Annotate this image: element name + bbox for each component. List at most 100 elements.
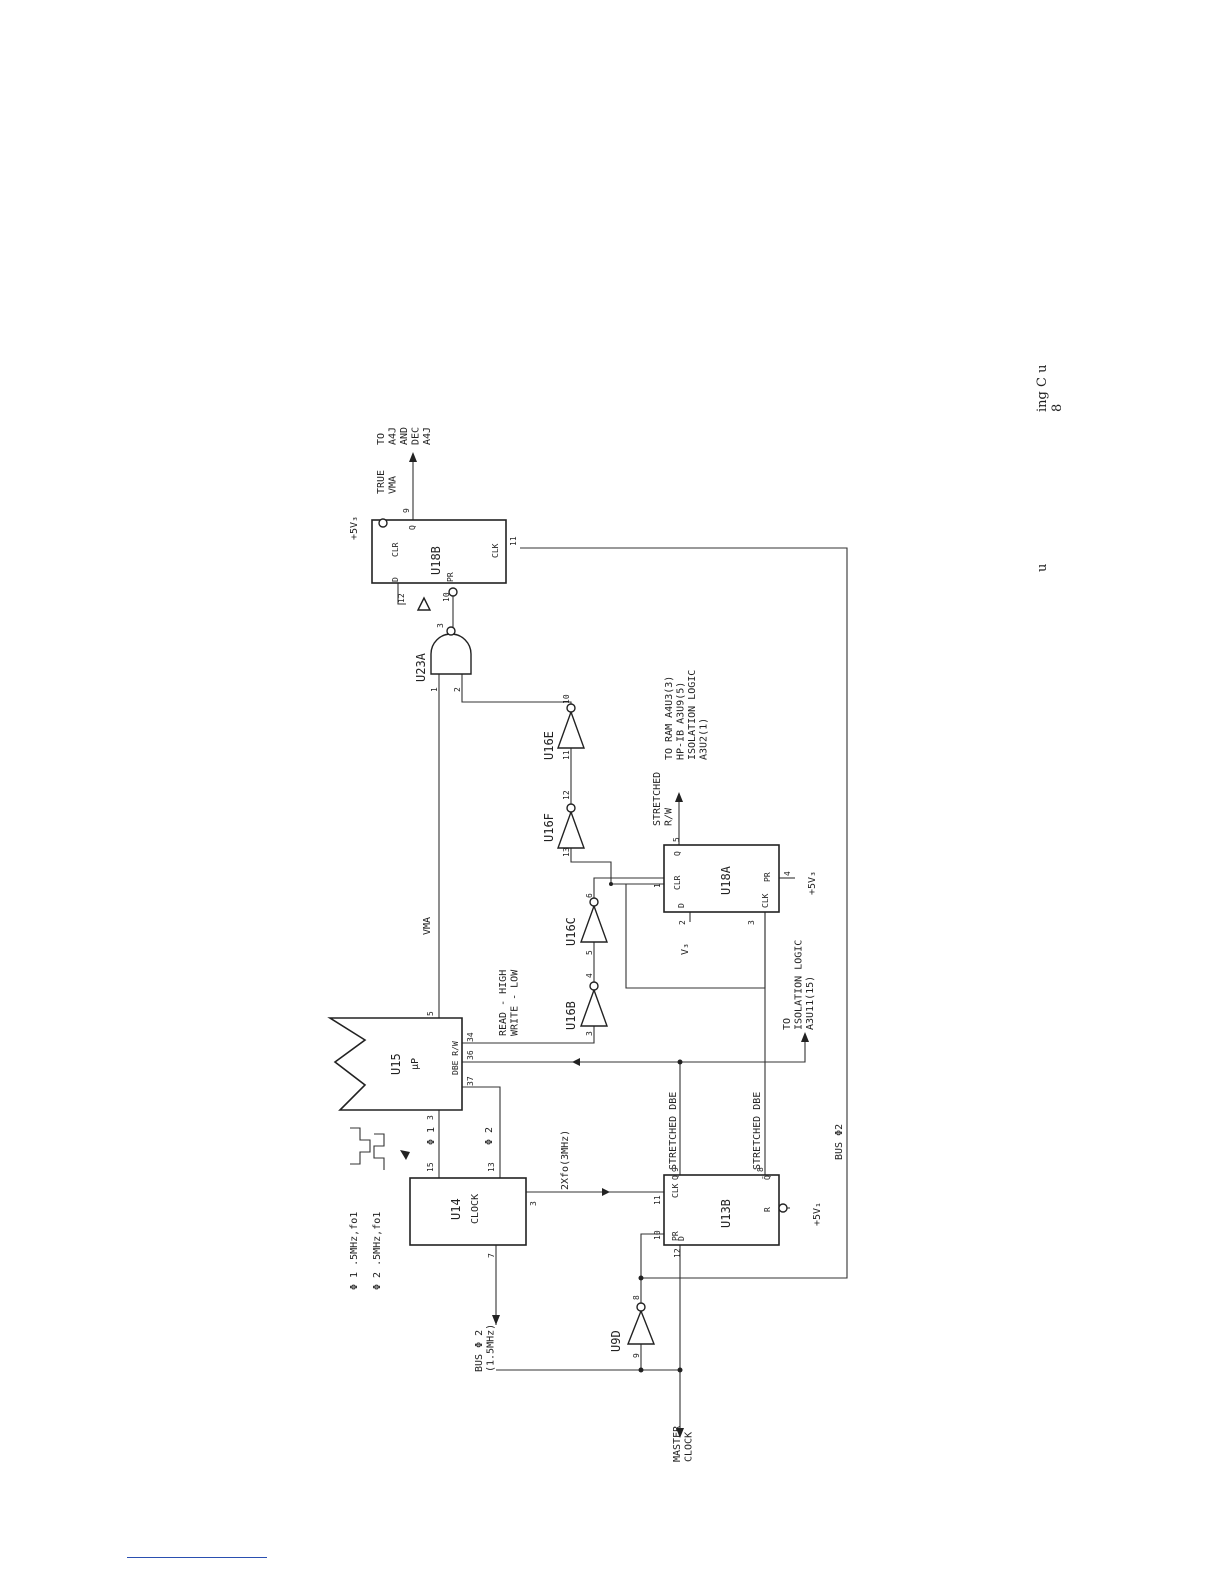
arrow-phi1-pointer	[400, 1150, 410, 1160]
wire-u23a-in2	[461, 674, 572, 707]
label-margin-bottom: u	[1035, 564, 1050, 572]
label-vma: VMA	[422, 917, 433, 935]
svg-text:13: 13	[487, 1162, 496, 1172]
u18b-flipflop: U18B CLR Q D PR CLK 9 12 10 11	[371, 508, 518, 611]
svg-text:11: 11	[562, 750, 571, 760]
footer-rule	[127, 1557, 267, 1558]
u14-clock: U14 CLOCK 15 13 3 7	[409, 1162, 538, 1258]
svg-text:36: 36	[466, 1050, 475, 1060]
label-to-a4j: TOA4JANDDECA4J	[376, 427, 433, 445]
svg-text:D: D	[391, 577, 400, 582]
label-phi2: Φ 2	[484, 1127, 495, 1145]
svg-text:U16F: U16F	[542, 813, 556, 842]
svg-text:3: 3	[426, 1115, 435, 1120]
u15-microprocessor: U15 μP DBE R/W 5 34 36 37 3	[327, 1011, 475, 1120]
label-margin-top: ing C u8	[1035, 365, 1065, 412]
svg-text:U18B: U18B	[429, 546, 443, 575]
svg-text:PR: PR	[763, 872, 772, 882]
wires	[382, 460, 848, 1430]
svg-text:8: 8	[632, 1295, 641, 1300]
svg-text:11: 11	[509, 536, 518, 546]
svg-text:CLK: CLK	[491, 543, 500, 558]
label-bus-phi2: BUS Φ 2(1.5MHz)	[474, 1324, 497, 1372]
svg-text:U14: U14	[449, 1198, 463, 1220]
svg-text:2: 2	[453, 687, 462, 692]
label-phi1-legend: Φ 1 .5MHz,fo1	[349, 1212, 360, 1290]
svg-text:CLK: CLK	[671, 1183, 680, 1198]
wire-u9d-out	[640, 1233, 664, 1307]
label-2xfo: 2Xfo(3MHz)	[560, 1130, 571, 1190]
svg-text:U18A: U18A	[719, 865, 733, 895]
svg-text:PR: PR	[446, 572, 455, 582]
svg-text:Q: Q	[408, 525, 417, 530]
label-true-vma: TRUEVMA	[376, 470, 399, 494]
svg-text:D: D	[677, 1236, 686, 1241]
label-bus-phi2-mid: BUS Φ2	[834, 1124, 845, 1160]
junction-clr	[609, 882, 613, 886]
svg-text:7: 7	[487, 1253, 496, 1258]
label-plus5v1: +5V₁	[812, 1202, 823, 1226]
u16e-inverter: U16E 10 11	[542, 694, 585, 760]
svg-text:CLR: CLR	[673, 875, 682, 890]
arrows	[400, 452, 809, 1438]
label-stretched-dbe-2: STRETCHED DBE	[752, 1092, 763, 1170]
svg-text:5: 5	[426, 1011, 435, 1016]
wire-rw	[462, 1026, 595, 1044]
u13b-flipflop: U13B CLK Q PR D R Q̄ 11 9 10 12 8	[653, 1167, 788, 1258]
arrow-master-clock	[676, 1428, 684, 1438]
svg-text:10: 10	[653, 1230, 662, 1240]
svg-text:6: 6	[585, 893, 594, 898]
svg-text:37: 37	[466, 1076, 475, 1086]
svg-text:1: 1	[653, 883, 662, 888]
svg-text:11: 11	[653, 1195, 662, 1205]
svg-text:CLOCK: CLOCK	[470, 1194, 481, 1224]
junction-master-2	[677, 1367, 683, 1373]
svg-text:4: 4	[783, 871, 792, 876]
svg-text:8: 8	[756, 1167, 765, 1172]
svg-text:Q: Q	[673, 851, 682, 856]
svg-text:U15: U15	[389, 1053, 403, 1075]
svg-text:DBE R/W: DBE R/W	[451, 1041, 460, 1075]
svg-text:Q̄: Q̄	[762, 1175, 772, 1180]
svg-text:3: 3	[747, 920, 756, 925]
wire-u16c-out	[593, 877, 664, 900]
svg-text:34: 34	[466, 1032, 475, 1042]
junction-dbe	[677, 1059, 683, 1065]
svg-text:U16C: U16C	[564, 917, 578, 946]
label-stretched-dbe-1: STRETCHED DBE	[668, 1092, 679, 1170]
wire-u16f-in	[570, 848, 664, 885]
phi-waveforms	[350, 1127, 385, 1170]
svg-text:9: 9	[402, 508, 411, 513]
arrow-dbe	[572, 1058, 580, 1066]
u16f-inverter: U16F 12 13	[542, 790, 585, 857]
u23a-and-gate: U23A 1 2 3	[414, 623, 472, 692]
svg-text:Q: Q	[671, 1175, 680, 1180]
label-to-ram: TO RAM A4U3(3)HP-IB A3U9(5)ISOLATION LOG…	[664, 670, 710, 760]
svg-text:13: 13	[562, 847, 571, 857]
svg-text:3: 3	[529, 1201, 538, 1206]
arrow-isolation	[801, 1032, 809, 1042]
u16c-inverter: U16C 6 5	[564, 893, 608, 955]
arrow-true-vma	[409, 452, 417, 462]
svg-text:9: 9	[671, 1167, 680, 1172]
arrow-2xfo	[602, 1188, 610, 1196]
svg-text:U13B: U13B	[719, 1199, 733, 1228]
svg-text:U23A: U23A	[414, 652, 428, 682]
u16b-inverter: U16B 4 3	[564, 973, 608, 1036]
svg-text:15: 15	[426, 1162, 435, 1172]
svg-text:2: 2	[678, 920, 687, 925]
svg-text:10: 10	[562, 694, 571, 704]
label-plus5v3-mid: +5V₃	[807, 871, 818, 895]
svg-text:R: R	[763, 1207, 772, 1212]
u9d-inverter: U9D 8 9	[609, 1295, 656, 1358]
svg-text:9: 9	[632, 1353, 641, 1358]
u18a-flipflop: U18A CLR Q D CLK PR 1 2 3 4 5	[653, 837, 792, 925]
svg-text:12: 12	[562, 790, 571, 800]
svg-text:3: 3	[585, 1031, 594, 1036]
svg-text:PR: PR	[671, 1231, 680, 1241]
label-v3: V₃	[680, 943, 691, 955]
label-stretched-rw: STRETCHEDR/W	[652, 772, 675, 826]
signal-labels: TRUEVMA TOA4JANDDECA4J +5V₃ VMA READ - H…	[349, 365, 1065, 1462]
svg-text:CLK: CLK	[761, 893, 770, 908]
